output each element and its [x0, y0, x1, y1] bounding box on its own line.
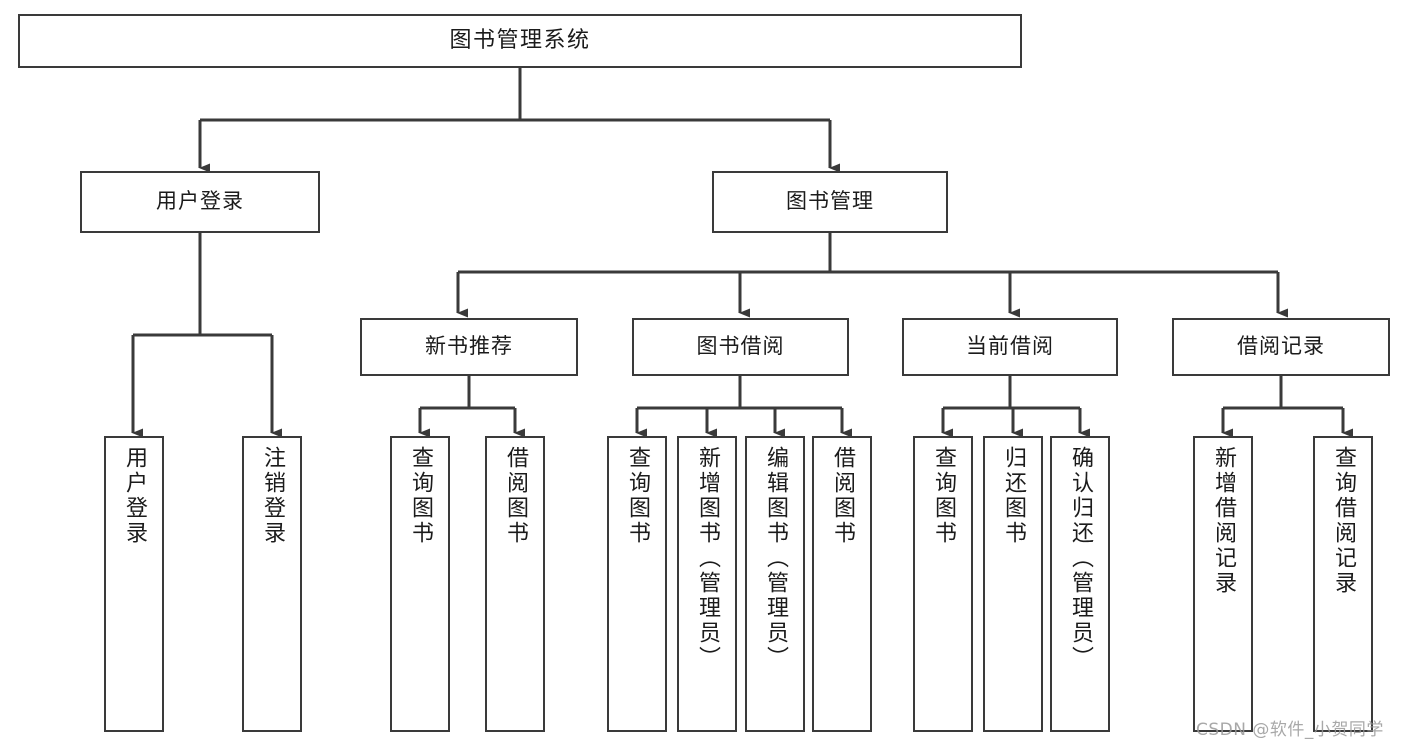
leaf-new-book-borrow[interactable]: 借阅图书	[485, 436, 545, 732]
leaf-label: 新增借阅记录	[1210, 446, 1236, 596]
node-root[interactable]: 图书管理系统	[18, 14, 1022, 68]
leaf-user-login-logout[interactable]: 注销登录	[242, 436, 302, 732]
node-borrow-record[interactable]: 借阅记录	[1172, 318, 1390, 376]
leaf-book-borrow-borrow[interactable]: 借阅图书	[812, 436, 872, 732]
node-user-login-label: 用户登录	[156, 189, 244, 214]
leaf-user-login-login[interactable]: 用户登录	[104, 436, 164, 732]
leaf-label: 确认归还（管理员）	[1067, 446, 1093, 671]
node-current-borrow[interactable]: 当前借阅	[902, 318, 1118, 376]
leaf-label: 用户登录	[121, 446, 147, 546]
leaf-label: 编辑图书（管理员）	[762, 446, 788, 671]
leaf-current-borrow-confirm-return[interactable]: 确认归还（管理员）	[1050, 436, 1110, 732]
csdn-watermark: CSDN @软件_小贺同学	[1196, 720, 1384, 740]
leaf-label: 查询图书	[930, 446, 956, 546]
leaf-label: 借阅图书	[502, 446, 528, 546]
node-book-management[interactable]: 图书管理	[712, 171, 948, 233]
leaf-current-borrow-return[interactable]: 归还图书	[983, 436, 1043, 732]
node-user-login[interactable]: 用户登录	[80, 171, 320, 233]
node-root-label: 图书管理系统	[449, 27, 591, 53]
leaf-new-book-query[interactable]: 查询图书	[390, 436, 450, 732]
leaf-label: 新增图书（管理员）	[694, 446, 720, 671]
leaf-label: 查询图书	[407, 446, 433, 546]
node-book-borrow-label: 图书借阅	[696, 334, 785, 359]
node-new-book-recommend[interactable]: 新书推荐	[360, 318, 578, 376]
node-current-borrow-label: 当前借阅	[966, 334, 1054, 359]
leaf-book-borrow-query[interactable]: 查询图书	[607, 436, 667, 732]
node-book-borrow[interactable]: 图书借阅	[632, 318, 849, 376]
leaf-book-borrow-add[interactable]: 新增图书（管理员）	[677, 436, 737, 732]
leaf-borrow-record-add[interactable]: 新增借阅记录	[1193, 436, 1253, 732]
leaf-current-borrow-query[interactable]: 查询图书	[913, 436, 973, 732]
leaf-borrow-record-query[interactable]: 查询借阅记录	[1313, 436, 1373, 732]
node-book-management-label: 图书管理	[786, 189, 874, 214]
node-borrow-record-label: 借阅记录	[1237, 334, 1325, 359]
node-new-book-recommend-label: 新书推荐	[425, 334, 513, 359]
leaf-label: 查询借阅记录	[1330, 446, 1356, 596]
leaf-label: 归还图书	[1000, 446, 1026, 546]
leaf-book-borrow-edit[interactable]: 编辑图书（管理员）	[745, 436, 805, 732]
leaf-label: 查询图书	[624, 446, 650, 546]
leaf-label: 借阅图书	[829, 446, 855, 546]
leaf-label: 注销登录	[259, 446, 285, 546]
